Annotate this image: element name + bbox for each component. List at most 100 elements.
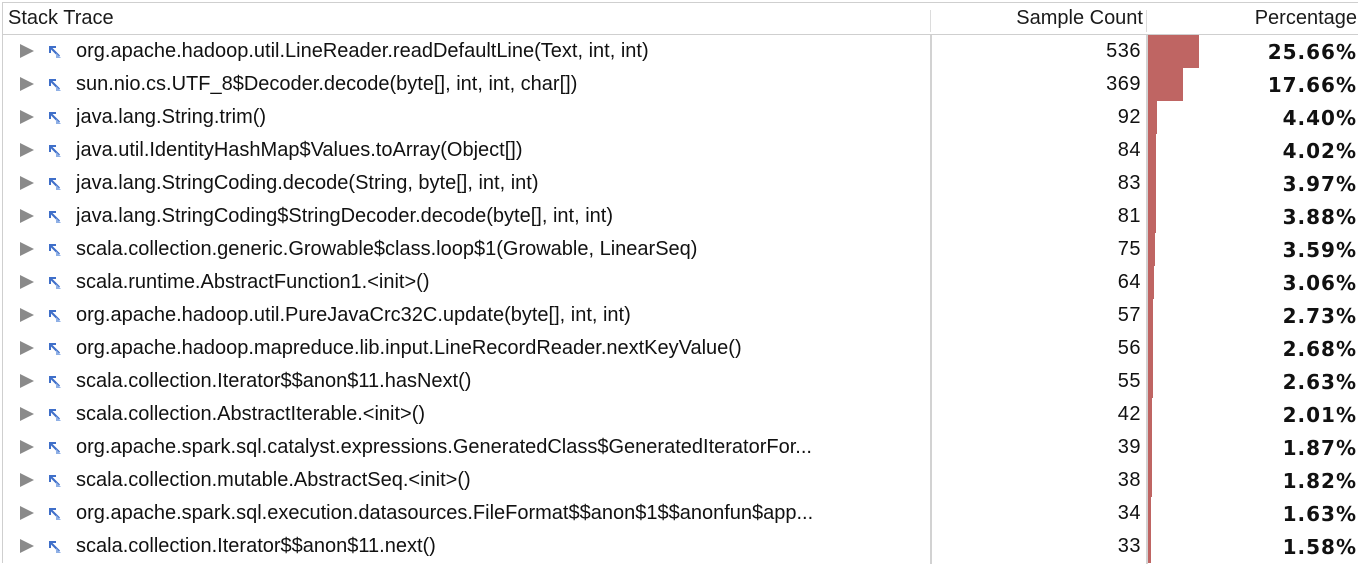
percentage-bar — [1148, 134, 1156, 167]
table-row[interactable]: scala.collection.mutable.AbstractSeq.<in… — [3, 464, 1358, 497]
back-trace-arrow-icon — [49, 442, 61, 454]
percentage-value: 1.82% — [1282, 469, 1357, 493]
percentage-value: 3.06% — [1282, 271, 1357, 295]
percentage-value: 3.97% — [1282, 172, 1357, 196]
triangle-right-icon[interactable] — [20, 110, 34, 124]
triangle-right-icon[interactable] — [20, 374, 34, 388]
back-trace-arrow-icon — [49, 178, 61, 190]
table-body: org.apache.hadoop.util.LineReader.readDe… — [3, 35, 1358, 563]
table-header: Stack Trace Sample Count Percentage — [3, 3, 1358, 35]
column-divider — [930, 35, 932, 564]
triangle-right-icon[interactable] — [20, 209, 34, 223]
triangle-right-icon[interactable] — [20, 176, 34, 190]
table-row[interactable]: scala.collection.generic.Growable$class.… — [3, 233, 1358, 266]
table-row[interactable]: java.lang.String.trim() 92 4.40% — [3, 101, 1358, 134]
method-signature: scala.collection.generic.Growable$class.… — [76, 238, 698, 260]
back-trace-arrow-icon — [49, 508, 61, 520]
percentage-bar — [1148, 35, 1199, 68]
back-trace-arrow-icon — [49, 79, 61, 91]
triangle-right-icon[interactable] — [20, 308, 34, 322]
method-signature: org.apache.spark.sql.execution.datasourc… — [76, 502, 814, 524]
sample-count: 57 — [1117, 304, 1141, 326]
percentage-bar — [1148, 299, 1153, 332]
triangle-right-icon[interactable] — [20, 473, 34, 487]
table-row[interactable]: org.apache.hadoop.util.LineReader.readDe… — [3, 35, 1358, 68]
percentage-bar — [1148, 464, 1152, 497]
back-trace-arrow-icon — [49, 409, 61, 421]
method-signature: org.apache.hadoop.util.LineReader.readDe… — [76, 40, 649, 62]
back-trace-arrow-icon — [49, 244, 61, 256]
percentage-value: 1.58% — [1282, 535, 1357, 559]
back-trace-arrow-icon — [49, 46, 61, 58]
triangle-right-icon[interactable] — [20, 440, 34, 454]
method-signature: java.lang.StringCoding.decode(String, by… — [76, 172, 539, 194]
percentage-bar — [1148, 497, 1151, 530]
column-header-percentage[interactable]: Percentage — [1254, 7, 1357, 29]
percentage-bar — [1148, 431, 1152, 464]
percentage-value: 3.88% — [1282, 205, 1357, 229]
back-trace-arrow-icon — [49, 343, 61, 355]
triangle-right-icon[interactable] — [20, 275, 34, 289]
sample-count: 81 — [1117, 205, 1141, 227]
percentage-bar — [1148, 365, 1153, 398]
sample-count: 55 — [1117, 370, 1141, 392]
triangle-right-icon[interactable] — [20, 506, 34, 520]
table-row[interactable]: scala.collection.Iterator$$anon$11.hasNe… — [3, 365, 1358, 398]
triangle-right-icon[interactable] — [20, 341, 34, 355]
table-row[interactable]: scala.collection.AbstractIterable.<init>… — [3, 398, 1358, 431]
table-row[interactable]: org.apache.hadoop.mapreduce.lib.input.Li… — [3, 332, 1358, 365]
method-signature: scala.collection.Iterator$$anon$11.next(… — [76, 535, 436, 557]
method-signature: scala.runtime.AbstractFunction1.<init>() — [76, 271, 430, 293]
sample-count: 64 — [1117, 271, 1141, 293]
table-row[interactable]: scala.collection.Iterator$$anon$11.next(… — [3, 530, 1358, 563]
table-row[interactable]: java.lang.StringCoding.decode(String, by… — [3, 167, 1358, 200]
column-resize-handle[interactable] — [1146, 10, 1147, 32]
column-resize-handle[interactable] — [930, 10, 931, 32]
sample-count: 33 — [1117, 535, 1141, 557]
triangle-right-icon[interactable] — [20, 143, 34, 157]
table-row[interactable]: org.apache.spark.sql.execution.datasourc… — [3, 497, 1358, 530]
method-signature: org.apache.hadoop.mapreduce.lib.input.Li… — [76, 337, 742, 359]
percentage-bar — [1148, 200, 1156, 233]
percentage-bar — [1148, 167, 1156, 200]
percentage-bar — [1148, 398, 1152, 431]
percentage-value: 25.66% — [1267, 40, 1357, 64]
column-header-sample-count[interactable]: Sample Count — [1016, 7, 1143, 29]
triangle-right-icon[interactable] — [20, 407, 34, 421]
triangle-right-icon[interactable] — [20, 44, 34, 58]
triangle-right-icon[interactable] — [20, 539, 34, 553]
back-trace-arrow-icon — [49, 475, 61, 487]
table-row[interactable]: org.apache.hadoop.util.PureJavaCrc32C.up… — [3, 299, 1358, 332]
column-header-stack-trace[interactable]: Stack Trace — [8, 7, 114, 29]
method-signature: sun.nio.cs.UTF_8$Decoder.decode(byte[], … — [76, 73, 578, 95]
percentage-bar — [1148, 101, 1157, 134]
percentage-value: 1.63% — [1282, 502, 1357, 526]
back-trace-arrow-icon — [49, 112, 61, 124]
percentage-value: 2.01% — [1282, 403, 1357, 427]
method-signature: scala.collection.Iterator$$anon$11.hasNe… — [76, 370, 472, 392]
percentage-bar — [1148, 233, 1155, 266]
percentage-value: 2.73% — [1282, 304, 1357, 328]
triangle-right-icon[interactable] — [20, 77, 34, 91]
table-row[interactable]: scala.runtime.AbstractFunction1.<init>()… — [3, 266, 1358, 299]
table-row[interactable]: java.lang.StringCoding$StringDecoder.dec… — [3, 200, 1358, 233]
table-row[interactable]: java.util.IdentityHashMap$Values.toArray… — [3, 134, 1358, 167]
method-signature: org.apache.spark.sql.catalyst.expression… — [76, 436, 812, 458]
percentage-value: 3.59% — [1282, 238, 1357, 262]
table-row[interactable]: org.apache.spark.sql.catalyst.expression… — [3, 431, 1358, 464]
percentage-bar — [1148, 68, 1183, 101]
sample-count: 536 — [1106, 40, 1141, 62]
sample-count: 42 — [1117, 403, 1141, 425]
sample-count: 92 — [1117, 106, 1141, 128]
table-row[interactable]: sun.nio.cs.UTF_8$Decoder.decode(byte[], … — [3, 68, 1358, 101]
percentage-bar — [1148, 332, 1153, 365]
sample-count: 369 — [1106, 73, 1141, 95]
percentage-value: 4.40% — [1282, 106, 1357, 130]
percentage-bar — [1148, 266, 1154, 299]
triangle-right-icon[interactable] — [20, 242, 34, 256]
back-trace-arrow-icon — [49, 541, 61, 553]
method-signature: java.lang.String.trim() — [76, 106, 267, 128]
method-signature: java.util.IdentityHashMap$Values.toArray… — [76, 139, 523, 161]
sample-count: 34 — [1117, 502, 1141, 524]
